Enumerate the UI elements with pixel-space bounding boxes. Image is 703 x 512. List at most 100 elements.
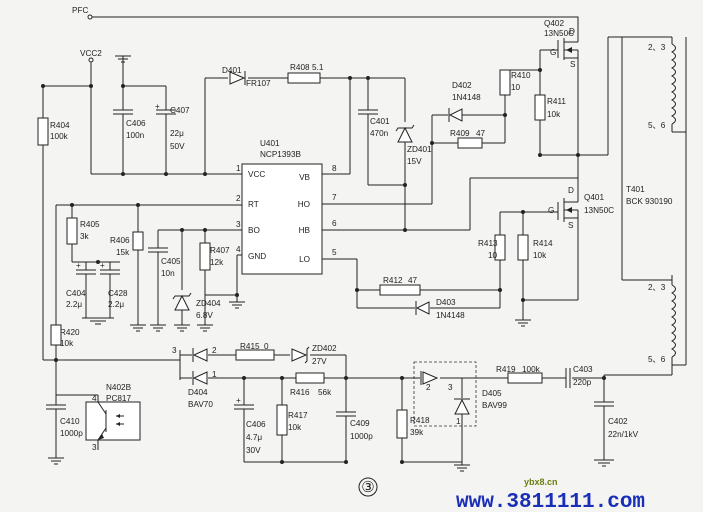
svg-text:R404: R404 xyxy=(50,121,70,130)
r411-body xyxy=(534,94,546,121)
svg-text:D401: D401 xyxy=(222,66,242,75)
svg-text:S: S xyxy=(568,221,574,230)
svg-text:ZD404: ZD404 xyxy=(196,299,221,308)
svg-text:100n: 100n xyxy=(126,131,145,140)
svg-text:Q402: Q402 xyxy=(544,19,564,28)
svg-text:12k: 12k xyxy=(210,258,224,267)
svg-text:R415: R415 xyxy=(240,342,260,351)
svg-text:R416: R416 xyxy=(290,388,310,397)
svg-text:D403: D403 xyxy=(436,298,456,307)
svg-text:10k: 10k xyxy=(533,251,547,260)
svg-text:R418: R418 xyxy=(410,416,430,425)
svg-text:C401: C401 xyxy=(370,117,390,126)
svg-text:C403: C403 xyxy=(573,365,593,374)
svg-text:1000p: 1000p xyxy=(60,429,83,438)
mosfet-q402: Q402 13N50C D G S xyxy=(544,19,579,69)
svg-text:S: S xyxy=(570,60,576,69)
svg-text:6: 6 xyxy=(332,219,337,228)
svg-text:R417: R417 xyxy=(288,411,308,420)
svg-text:+: + xyxy=(100,261,105,270)
svg-text:10k: 10k xyxy=(288,423,302,432)
svg-text:1: 1 xyxy=(212,370,217,379)
watermark-small: ybx8.cn xyxy=(524,477,558,487)
svg-text:10k: 10k xyxy=(547,110,561,119)
junction-dots xyxy=(41,68,606,464)
svg-text:5、6: 5、6 xyxy=(648,355,666,364)
svg-text:50V: 50V xyxy=(170,142,185,151)
svg-text:C407: C407 xyxy=(170,106,190,115)
svg-text:100k: 100k xyxy=(522,365,541,374)
svg-text:C402: C402 xyxy=(608,417,628,426)
svg-text:ZD402: ZD402 xyxy=(312,344,337,353)
svg-text:ZD401: ZD401 xyxy=(407,145,432,154)
capacitors: + ++ + xyxy=(46,102,614,432)
svg-text:R411: R411 xyxy=(547,97,566,106)
svg-text:220p: 220p xyxy=(573,378,592,387)
svg-text:2.2μ: 2.2μ xyxy=(66,300,82,309)
svg-text:3: 3 xyxy=(172,346,177,355)
svg-text:56k: 56k xyxy=(318,388,332,397)
svg-text:BAV99: BAV99 xyxy=(482,401,507,410)
svg-text:2、3: 2、3 xyxy=(648,283,666,292)
svg-text:C428: C428 xyxy=(108,289,128,298)
svg-text:GND: GND xyxy=(248,252,266,261)
r406-body xyxy=(132,231,144,251)
svg-text:22n/1kV: 22n/1kV xyxy=(608,430,639,439)
resistors xyxy=(37,69,546,439)
svg-text:1N4148: 1N4148 xyxy=(452,93,481,102)
svg-text:FR107: FR107 xyxy=(246,79,271,88)
svg-text:4.7μ: 4.7μ xyxy=(246,433,262,442)
svg-text:G: G xyxy=(548,206,554,215)
svg-text:6.8V: 6.8V xyxy=(196,311,213,320)
svg-text:10k: 10k xyxy=(60,339,74,348)
svg-text:470n: 470n xyxy=(370,129,389,138)
svg-text:LO: LO xyxy=(299,255,310,264)
svg-text:10: 10 xyxy=(511,83,521,92)
svg-text:R409: R409 xyxy=(450,129,470,138)
watermark-url: www.3811111.com xyxy=(456,491,645,512)
svg-text:3k: 3k xyxy=(80,232,90,241)
svg-text:R407: R407 xyxy=(210,246,230,255)
r414-body xyxy=(517,234,529,261)
r408-body xyxy=(287,72,321,84)
svg-text:HO: HO xyxy=(298,200,310,209)
svg-text:BO: BO xyxy=(248,226,260,235)
ic-u401: U401 NCP1393B VCC RT BO GND VB HO HB LO … xyxy=(236,139,337,275)
r420-body xyxy=(50,324,62,346)
svg-text:NCP1393B: NCP1393B xyxy=(260,150,302,159)
svg-text:PC817: PC817 xyxy=(106,394,131,403)
svg-text:1: 1 xyxy=(456,417,461,426)
svg-text:3: 3 xyxy=(236,220,241,229)
svg-text:C404: C404 xyxy=(66,289,86,298)
svg-text:R420: R420 xyxy=(60,328,80,337)
svg-text:4: 4 xyxy=(92,394,97,403)
svg-text:R405: R405 xyxy=(80,220,100,229)
svg-text:8: 8 xyxy=(332,164,337,173)
r415-body xyxy=(235,349,275,361)
svg-text:VB: VB xyxy=(299,173,310,182)
svg-text:U401: U401 xyxy=(260,139,280,148)
svg-text:C406: C406 xyxy=(126,119,146,128)
svg-text:2、3: 2、3 xyxy=(648,43,666,52)
svg-text:RT: RT xyxy=(248,200,259,209)
ground-symbols xyxy=(48,55,614,472)
r418-body xyxy=(396,409,408,439)
r407-body xyxy=(199,242,211,271)
svg-text:R419: R419 xyxy=(496,365,516,374)
svg-text:5.1: 5.1 xyxy=(312,63,324,72)
svg-text:PFC: PFC xyxy=(72,6,88,15)
svg-text:39k: 39k xyxy=(410,428,424,437)
svg-text:C409: C409 xyxy=(350,419,370,428)
diodes: 2 3 1 3 2 1 xyxy=(172,71,477,427)
svg-text:10: 10 xyxy=(488,251,498,260)
component-labels: R404 100k C406 100n C407 22μ 50V D401 FR… xyxy=(50,63,639,455)
svg-text:5、6: 5、6 xyxy=(648,121,666,130)
svg-text:+: + xyxy=(155,102,160,111)
svg-text:15k: 15k xyxy=(116,248,130,257)
svg-text:D402: D402 xyxy=(452,81,472,90)
r416-body xyxy=(295,372,325,384)
svg-text:BAV70: BAV70 xyxy=(188,400,213,409)
svg-text:2: 2 xyxy=(426,383,431,392)
transformer-t401: T401 BCK 930190 2、3 5、6 2、3 5、6 xyxy=(626,43,686,364)
